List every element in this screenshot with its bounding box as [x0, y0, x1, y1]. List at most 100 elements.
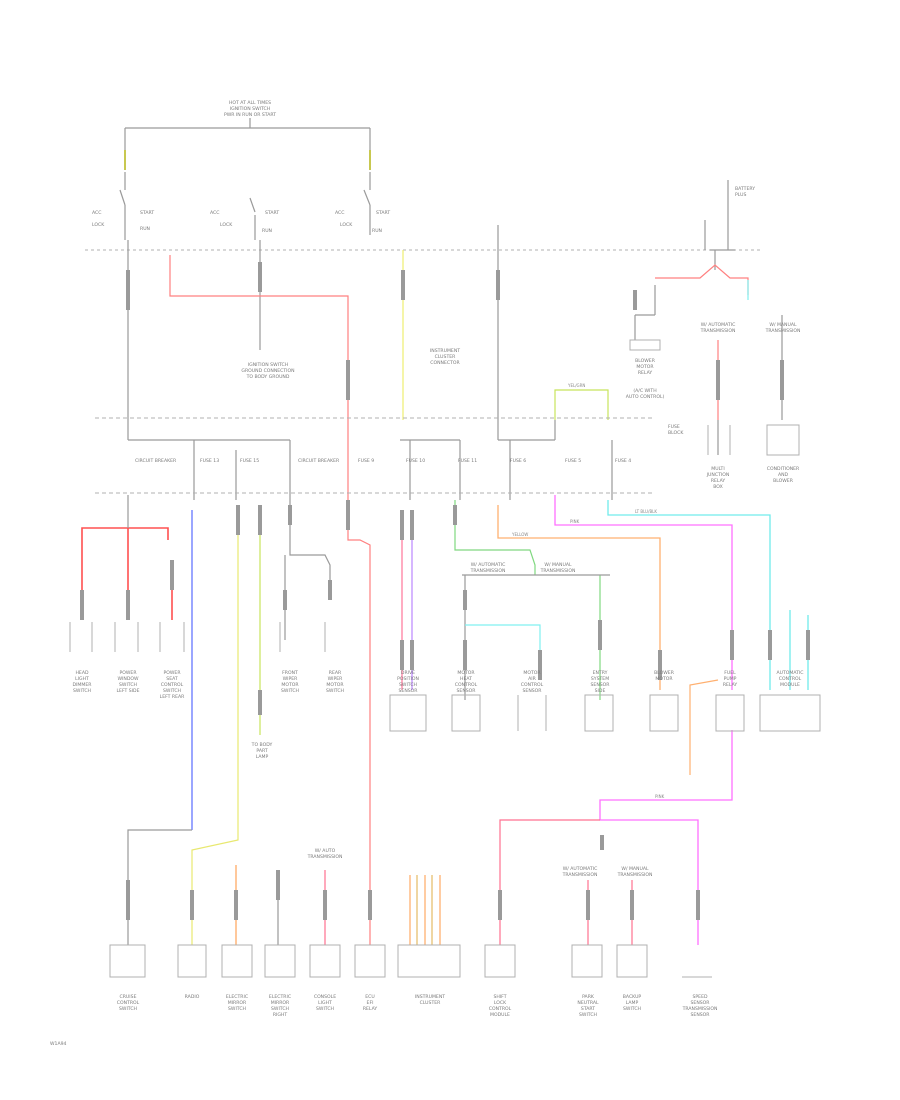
- auto-cond-2: TRANSMISSION: [307, 854, 343, 860]
- row2-name-1-0: RADIO: [185, 994, 200, 1000]
- row1-name-1-1: WINDOW: [117, 676, 138, 682]
- row2-name-9-1: LAMP: [626, 1000, 639, 1006]
- s3-run: RUN: [372, 228, 382, 234]
- row2-name-0-1: CONTROL: [117, 1000, 140, 1006]
- w-auto-trans: W/ AUTOMATIC: [471, 562, 506, 568]
- row1-name-9-0: BLOWER: [654, 670, 675, 676]
- row2-name-3-1: MIRROR: [271, 1000, 290, 1006]
- manual-trans-a2: TRANSMISSION: [765, 328, 801, 334]
- row2-name-9-2: SWITCH: [623, 1006, 641, 1012]
- s3-start: START: [376, 210, 390, 216]
- row1-name-2-3: SWITCH: [163, 688, 181, 694]
- wire-code-labels: [80, 262, 810, 920]
- row1-name-11-2: MODULE: [780, 682, 800, 688]
- row1-name-1-0: POWER: [119, 670, 137, 676]
- row2-name-5-1: EFI: [367, 1000, 374, 1006]
- to-body-1: TO BODY: [251, 742, 273, 748]
- blower-2: MOTOR: [636, 364, 654, 370]
- row2-name-3-2: SWITCH: [271, 1006, 289, 1012]
- row2-components: [109, 944, 712, 978]
- s1-acc: ACC: [92, 210, 101, 216]
- row2-name-10-2: TRANSMISSION: [682, 1006, 718, 1012]
- cyan-wire-mid: [465, 624, 541, 650]
- auto-trans-a2: TRANSMISSION: [700, 328, 736, 334]
- row2-name-7-2: CONTROL: [489, 1006, 512, 1012]
- row2-name-2-2: SWITCH: [228, 1006, 246, 1012]
- row2-name-9-0: BACKUP: [623, 994, 642, 1000]
- row1-name-8-2: SENSOR: [591, 682, 611, 688]
- top-title-2: IGNITION SWITCH: [230, 106, 270, 112]
- row1-name-6-3: SENSOR: [457, 688, 477, 694]
- row1-name-6-2: CONTROL: [455, 682, 478, 688]
- manual-trans-a: W/ MANUAL: [769, 322, 797, 328]
- instrument-3: CONNECTOR: [430, 360, 460, 366]
- grey-wires: [127, 180, 783, 500]
- text-labels: HOT AT ALL TIMES IGNITION SWITCH PWR IN …: [50, 100, 800, 1047]
- row2-name-6-1: CLUSTER: [420, 1000, 442, 1006]
- row1-name-10-0: FUEL: [724, 670, 736, 676]
- row1-name-5-0: DRIVE: [401, 670, 415, 676]
- s1-run: RUN: [140, 226, 150, 232]
- yellow-green-loop: [554, 389, 609, 420]
- w-auto-trans-b2: TRANSMISSION: [562, 872, 598, 878]
- w-manual-b: W/ MANUAL: [621, 866, 649, 872]
- battery-label-1: BATTERY: [735, 186, 755, 192]
- ign-ground-3: TO BODY GROUND: [246, 374, 290, 380]
- instrument-wires-b: [416, 875, 433, 945]
- row1-name-9-1: MOTOR: [655, 676, 673, 682]
- row2-name-4-2: SWITCH: [316, 1006, 334, 1012]
- s1-start: START: [140, 210, 154, 216]
- row1-name-6-0: MOTOR: [457, 670, 475, 676]
- blower-3: RELAY: [638, 370, 653, 376]
- blower-1: BLOWER: [635, 358, 656, 364]
- row1-name-0-0: HEAD: [75, 670, 88, 676]
- row1-names: HEADLIGHTDIMMERSWITCHPOWERWINDOWSWITCHLE…: [73, 670, 804, 700]
- row1-name-4-0: REAR: [329, 670, 342, 676]
- w-auto-trans-b: W/ AUTOMATIC: [563, 866, 598, 872]
- s3-acc: ACC: [335, 210, 344, 216]
- fuse-4: FUSE 9: [358, 458, 374, 464]
- s2-run: RUN: [262, 228, 272, 234]
- red-wires-bottom: [499, 819, 633, 945]
- fuse-8: FUSE 5: [565, 458, 581, 464]
- row1-name-1-3: LEFT SIDE: [116, 688, 139, 694]
- row1-name-11-0: AUTOMATIC: [776, 670, 803, 676]
- red-wire-right: [655, 264, 749, 420]
- row2-name-7-1: LOCK: [494, 1000, 507, 1006]
- fuse-7: FUSE 6: [510, 458, 526, 464]
- ignition-switch-1: [119, 172, 126, 240]
- ignition-switch-2: [249, 197, 256, 240]
- blower-5: AUTO CONTROL): [626, 394, 665, 400]
- ign-ground-1: IGNITION SWITCH: [248, 362, 288, 368]
- row2-name-8-2: START: [581, 1006, 595, 1012]
- w-manual2: TRANSMISSION: [540, 568, 576, 574]
- row2-name-0-2: SWITCH: [119, 1006, 137, 1012]
- fuse-6: FUSE 11: [458, 458, 477, 464]
- row2-name-6-0: INSTRUMENT: [415, 994, 445, 1000]
- mj-4: BOX: [713, 484, 723, 490]
- auto-cond-1: W/ AUTO: [315, 848, 336, 854]
- row2-name-7-0: SHIFT: [493, 994, 506, 1000]
- row2-name-8-0: PARK: [582, 994, 595, 1000]
- fuse-2: FUSE 15: [240, 458, 259, 464]
- row1-name-6-1: HEAT: [460, 676, 472, 682]
- mj-1: MULTI: [711, 466, 724, 472]
- row1-components: [69, 339, 821, 732]
- row2-name-4-1: LIGHT: [318, 1000, 332, 1006]
- battery-label-2: PLUS: [735, 192, 746, 198]
- pink-label-2: PINK: [655, 794, 665, 799]
- fuse-5: FUSE 10: [406, 458, 425, 464]
- row1-name-3-3: SWITCH: [281, 688, 299, 694]
- ign-ground-2: GROUND CONNECTION: [241, 368, 294, 374]
- blower-4: (A/C WITH: [633, 388, 656, 394]
- orange-wire-right: [689, 679, 719, 775]
- row2-name-3-3: RIGHT: [273, 1012, 288, 1018]
- row1-name-2-1: SEAT: [166, 676, 178, 682]
- row2-name-8-1: NEUTRAL: [577, 1000, 599, 1006]
- row2-name-3-0: ELECTRIC: [269, 994, 291, 1000]
- diagram-ref: W1A94: [50, 1041, 67, 1047]
- row1-name-0-2: DIMMER: [73, 682, 93, 688]
- red-wire-main: [169, 255, 371, 945]
